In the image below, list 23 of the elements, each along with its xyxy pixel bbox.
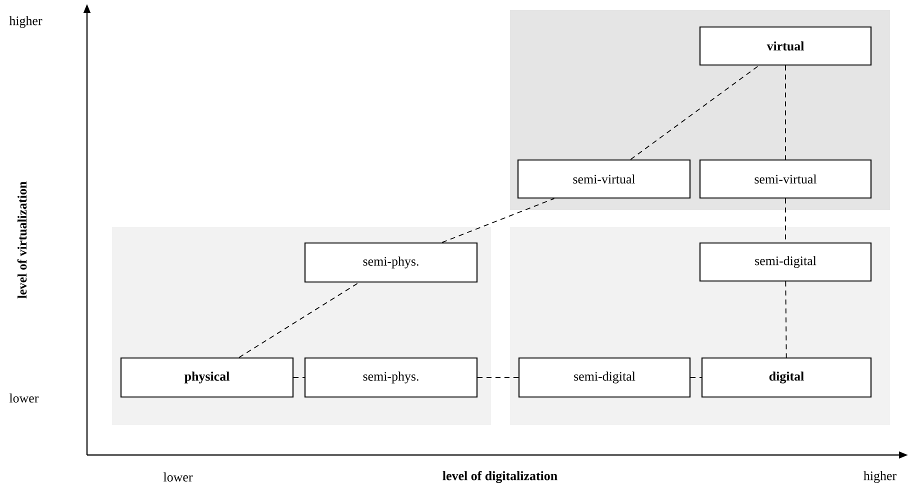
- axis-label: lower: [164, 472, 193, 482]
- process-box: virtual: [699, 26, 872, 66]
- connector-line: [785, 65, 786, 160]
- process-box: semi-virtual: [699, 159, 872, 199]
- connector-line: [785, 281, 787, 358]
- connector-line: [477, 377, 519, 378]
- process-box: semi-digital: [699, 242, 872, 282]
- axis-label: lower: [9, 393, 39, 403]
- process-box: semi-digital: [518, 357, 691, 398]
- connector-line: [690, 377, 702, 378]
- process-box: physical: [120, 357, 294, 398]
- connector-line: [238, 282, 360, 358]
- axis-label: higher: [864, 471, 896, 483]
- connector-line: [442, 198, 555, 243]
- connector-line: [293, 377, 305, 378]
- axis-label: higher: [9, 16, 42, 28]
- process-box: semi-phys.: [304, 242, 478, 283]
- process-box: semi-phys.: [304, 357, 478, 398]
- axis-title: level of digitalization: [442, 471, 558, 483]
- process-box: digital: [701, 357, 872, 398]
- process-box: semi-virtual: [517, 159, 691, 199]
- axis-title: level of virtualization: [17, 182, 27, 298]
- connector-line: [630, 65, 760, 160]
